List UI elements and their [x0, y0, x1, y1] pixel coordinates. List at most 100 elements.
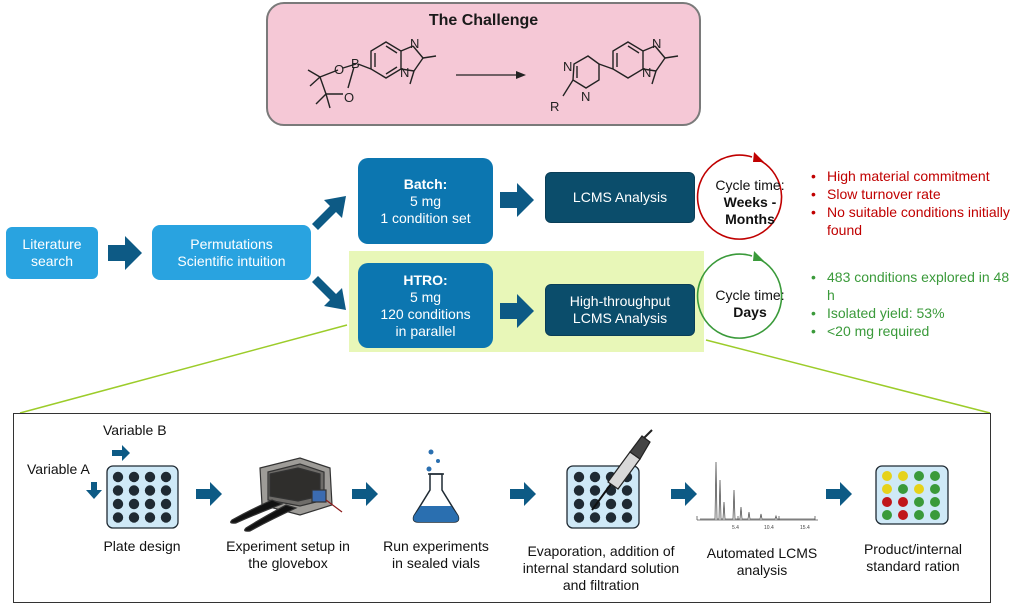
plate-well: [898, 510, 908, 520]
product-atom-n1: N: [652, 36, 661, 51]
plate-well: [160, 485, 172, 496]
plate-well: [605, 512, 617, 523]
plate-well: [621, 512, 633, 523]
step-label-sealed-vials: Run experiments in sealed vials: [383, 538, 489, 571]
plate-well: [589, 512, 601, 523]
htro-cycle-label: Cycle time: Days: [703, 287, 797, 321]
plate-well: [930, 497, 940, 507]
plate-well: [160, 498, 172, 510]
htro-analysis-box: High-throughput LCMS Analysis: [545, 284, 695, 336]
variable-b-arrow: [112, 445, 130, 461]
plate-well: [589, 471, 601, 483]
batch-cycle-value-1: Weeks -: [723, 194, 777, 210]
plate-well: [882, 484, 892, 494]
variable-a-label: Variable A: [27, 461, 90, 477]
batch-line-2: 1 condition set: [380, 209, 471, 226]
batch-cycle-title: Cycle time:: [715, 177, 785, 193]
plate-well: [112, 498, 124, 510]
plate-well: [144, 498, 156, 510]
literature-search-label: Literature search: [22, 236, 82, 269]
product-atom-n3: N: [563, 59, 572, 74]
batch-box: Batch: 5 mg 1 condition set: [358, 158, 493, 244]
plate-well: [160, 471, 172, 483]
plate-well: [898, 497, 908, 507]
plate-well: [898, 484, 908, 494]
permutations-box: Permutations Scientific intuition: [152, 225, 311, 280]
plate-well: [573, 471, 585, 483]
htro-cycle-value: Days: [733, 304, 767, 320]
start-atom-n1: N: [410, 36, 419, 51]
plate-design-icon: [106, 465, 179, 529]
challenge-panel: The Challenge B: [266, 2, 701, 126]
variable-b-label: Variable B: [103, 422, 167, 438]
htro-outcomes-list: 483 conditions explored in 48 h Isolated…: [811, 268, 1016, 340]
pipette-icon: [591, 429, 653, 511]
plate-well: [144, 512, 156, 523]
plate-well: [621, 498, 633, 510]
lcms-chromatogram-icon: [696, 461, 818, 521]
htro-outcome: Isolated yield: 53%: [811, 304, 1016, 322]
step-arrow-5: [826, 482, 852, 506]
batch-cycle-label: Cycle time: Weeks - Months: [703, 177, 797, 228]
challenge-title: The Challenge: [428, 12, 539, 29]
htro-line-2: 120 conditions: [380, 305, 471, 322]
htro-analysis-line-1: High-throughput: [569, 293, 671, 309]
htro-analysis-line-2: LCMS Analysis: [572, 310, 668, 326]
plate-well: [930, 510, 940, 520]
product-structure: [562, 41, 679, 97]
plate-well: [128, 512, 140, 523]
step-label-lcms: Automated LCMS analysis: [706, 545, 818, 578]
permutations-line-2: Scientific intuition: [177, 252, 286, 269]
plate-well: [914, 471, 924, 481]
plate-well: [882, 510, 892, 520]
product-atom-n2: N: [642, 65, 651, 80]
htro-line-3: in parallel: [395, 322, 456, 339]
chromatogram-tick: 10.4: [764, 525, 774, 531]
plate-well: [930, 484, 940, 494]
product-atom-n4: N: [581, 89, 590, 104]
result-plate-icon: [875, 465, 949, 525]
batch-outcome: No suitable conditions initially found: [811, 203, 1016, 239]
htro-workflow-panel: [13, 413, 991, 603]
reaction-arrow: [456, 71, 526, 79]
plate-well: [573, 485, 585, 496]
sealed-vial-flask-icon: [412, 449, 460, 523]
permutations-line-1: Permutations: [190, 235, 273, 252]
start-atom-o2: O: [344, 90, 354, 105]
plate-well: [914, 484, 924, 494]
batch-line-1: 5 mg: [409, 192, 442, 209]
plate-well: [930, 471, 940, 481]
step-arrow-1: [196, 482, 222, 506]
step-label-glovebox: Experiment setup in the glovebox: [226, 538, 350, 571]
variable-a-arrow: [86, 482, 102, 499]
htro-line-1: 5 mg: [409, 288, 442, 305]
plate-well: [160, 512, 172, 523]
plate-well: [573, 512, 585, 523]
step-arrow-3: [510, 482, 536, 506]
plate-well: [589, 485, 601, 496]
chromatogram-tick: 15.4: [800, 525, 810, 531]
batch-title: Batch:: [403, 175, 448, 192]
batch-cycle-value-2: Months: [725, 211, 775, 227]
start-atom-o1: O: [334, 62, 344, 77]
batch-analysis-label: LCMS Analysis: [572, 189, 668, 205]
start-atom-n2: N: [400, 65, 409, 80]
plate-well: [605, 498, 617, 510]
htro-cycle-title: Cycle time:: [715, 287, 785, 303]
step-label-evaporation: Evaporation, addition of internal standa…: [522, 543, 680, 593]
plate-well: [144, 471, 156, 483]
plate-well: [112, 512, 124, 523]
plate-well: [128, 485, 140, 496]
batch-analysis-box: LCMS Analysis: [545, 172, 695, 223]
plate-well: [621, 485, 633, 496]
starting-material-structure: [307, 41, 437, 109]
step-arrow-4: [671, 482, 697, 506]
step-label-product-ratio: Product/internal standard ration: [863, 541, 963, 574]
literature-search-box: Literature search: [6, 227, 98, 279]
plate-well: [128, 498, 140, 510]
plate-well: [914, 497, 924, 507]
htro-box: HTRO: 5 mg 120 conditions in parallel: [358, 263, 493, 348]
step-arrow-2: [352, 482, 378, 506]
